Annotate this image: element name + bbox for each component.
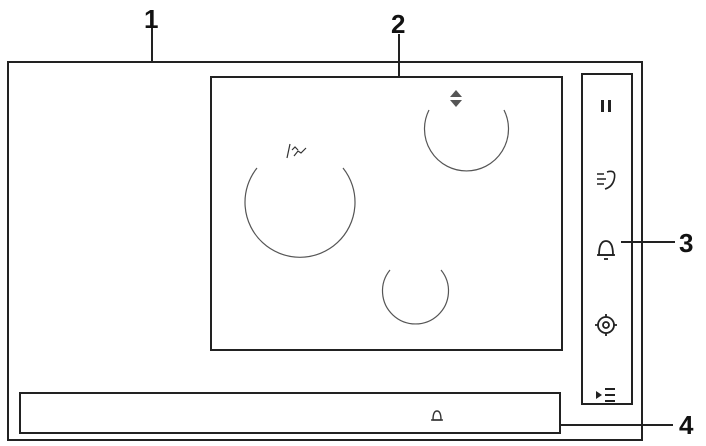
settings-gear-icon[interactable] [595,314,617,336]
up-down-arrows-icon [450,90,462,107]
callout-2: 2 [391,9,406,39]
heat-indicator-icon [286,143,307,159]
zone-top-right [423,109,510,172]
hood-fan-icon[interactable] [597,170,616,190]
callout-1: 1 [144,4,159,34]
bell-icon[interactable] [597,240,615,260]
zone-bottom-center [381,269,450,325]
bottom-bell-icon[interactable] [431,410,443,421]
pause-icon[interactable] [601,100,611,112]
callout-4: 4 [679,410,694,440]
zone-left-large [244,167,356,258]
bottom-bar [19,392,561,434]
menu-list-icon[interactable] [596,388,615,402]
device-frame [7,61,643,441]
callout-3: 3 [679,228,694,258]
sidebar-panel [581,73,633,405]
cooking-area [210,76,563,351]
